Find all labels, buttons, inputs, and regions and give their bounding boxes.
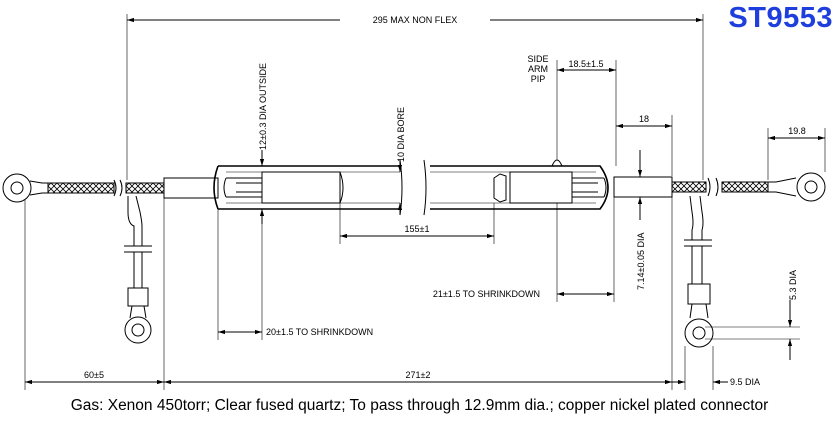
inner-length-label: 155±1 [405, 224, 430, 234]
left-lead-label: 60±5 [84, 370, 104, 380]
left-shrink-sleeve [163, 177, 219, 199]
right-shrink-sleeve [613, 176, 673, 198]
left-braided-lead [47, 179, 165, 197]
electrode-dia-dimension: 7.14±0.05 DIA [636, 150, 646, 290]
left-shrinkdown-dimension: 20±1.5 TO SHRINKDOWN [217, 209, 373, 340]
electrode-dia-label: 7.14±0.05 DIA [636, 233, 646, 290]
main-length-label: 271±2 [406, 370, 431, 380]
side-arm-label-3: PIP [531, 74, 546, 84]
side-arm-dimension: SIDE ARM PIP 18.5±1.5 [527, 54, 617, 166]
part-number: ST9553 [728, 2, 833, 34]
side-arm-pip [551, 60, 563, 167]
side-arm-label-1: SIDE [527, 54, 548, 64]
left-ring-lug [2, 173, 49, 203]
bore-dia-dimension: 10 DIA BORE [396, 107, 406, 215]
right-electrode [493, 171, 607, 204]
outside-dia-dimension: 12±0.3 DIA OUTSIDE [258, 63, 268, 224]
overall-length-label: 295 MAX NON FLEX [373, 15, 458, 25]
right-shrinkdown-dimension: 21±1.5 TO SHRINKDOWN [420, 197, 615, 302]
caption: Gas: Xenon 450torr; Clear fused quartz; … [70, 397, 769, 414]
lug-hole-label: 5.3 DIA [788, 270, 798, 300]
left-side-lead [124, 195, 152, 344]
lamp-technical-drawing: 295 MAX NON FLEX [2, 13, 826, 390]
right-lead-dimension: 19.8 [767, 126, 826, 180]
left-lead-dimension: 60±5 [24, 198, 165, 390]
right-lead-label: 19.8 [788, 126, 806, 136]
right-side-lead [684, 195, 714, 348]
lug-outer-dimension: 9.5 DIA [670, 346, 760, 390]
inner-length-dimension: 155±1 [339, 203, 495, 244]
left-shrinkdown-label: 20±1.5 TO SHRINKDOWN [266, 327, 373, 337]
right-shrinkdown-label: 21±1.5 TO SHRINKDOWN [433, 289, 540, 299]
end-length-label: 18 [639, 114, 649, 124]
right-braided-lead [671, 177, 769, 197]
side-arm-label-2: ARM [528, 64, 548, 74]
end-length-dimension: 18 [616, 114, 673, 176]
overall-length-dimension: 295 MAX NON FLEX [126, 13, 704, 180]
lug-outer-label: 9.5 DIA [730, 377, 760, 387]
bore-dia-label: 10 DIA BORE [396, 107, 406, 162]
lug-hole-dimension: 5.3 DIA [705, 270, 800, 360]
left-electrode [223, 171, 344, 204]
outside-dia-label: 12±0.3 DIA OUTSIDE [258, 63, 268, 150]
main-length-dimension: 271±2 [164, 197, 673, 390]
side-arm-offset-label: 18.5±1.5 [569, 59, 604, 69]
right-ring-lug [768, 172, 826, 202]
